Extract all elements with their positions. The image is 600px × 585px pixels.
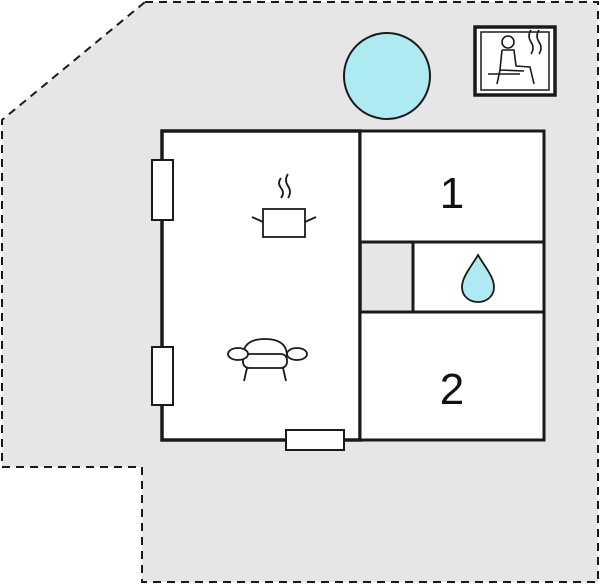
cooking-pot-icon (251, 173, 317, 238)
sofa-icon (227, 338, 308, 382)
pool-circle (343, 32, 431, 120)
window (285, 429, 345, 451)
bedroom-2 (358, 310, 546, 442)
sauna-icon (473, 25, 557, 97)
window (151, 159, 174, 221)
bedroom-1 (358, 129, 546, 244)
main-room (160, 129, 362, 442)
bedroom-2-label: 2 (440, 365, 464, 414)
bedroom-1-label: 1 (440, 169, 464, 218)
window (151, 346, 174, 406)
water-drop-icon (461, 253, 495, 303)
